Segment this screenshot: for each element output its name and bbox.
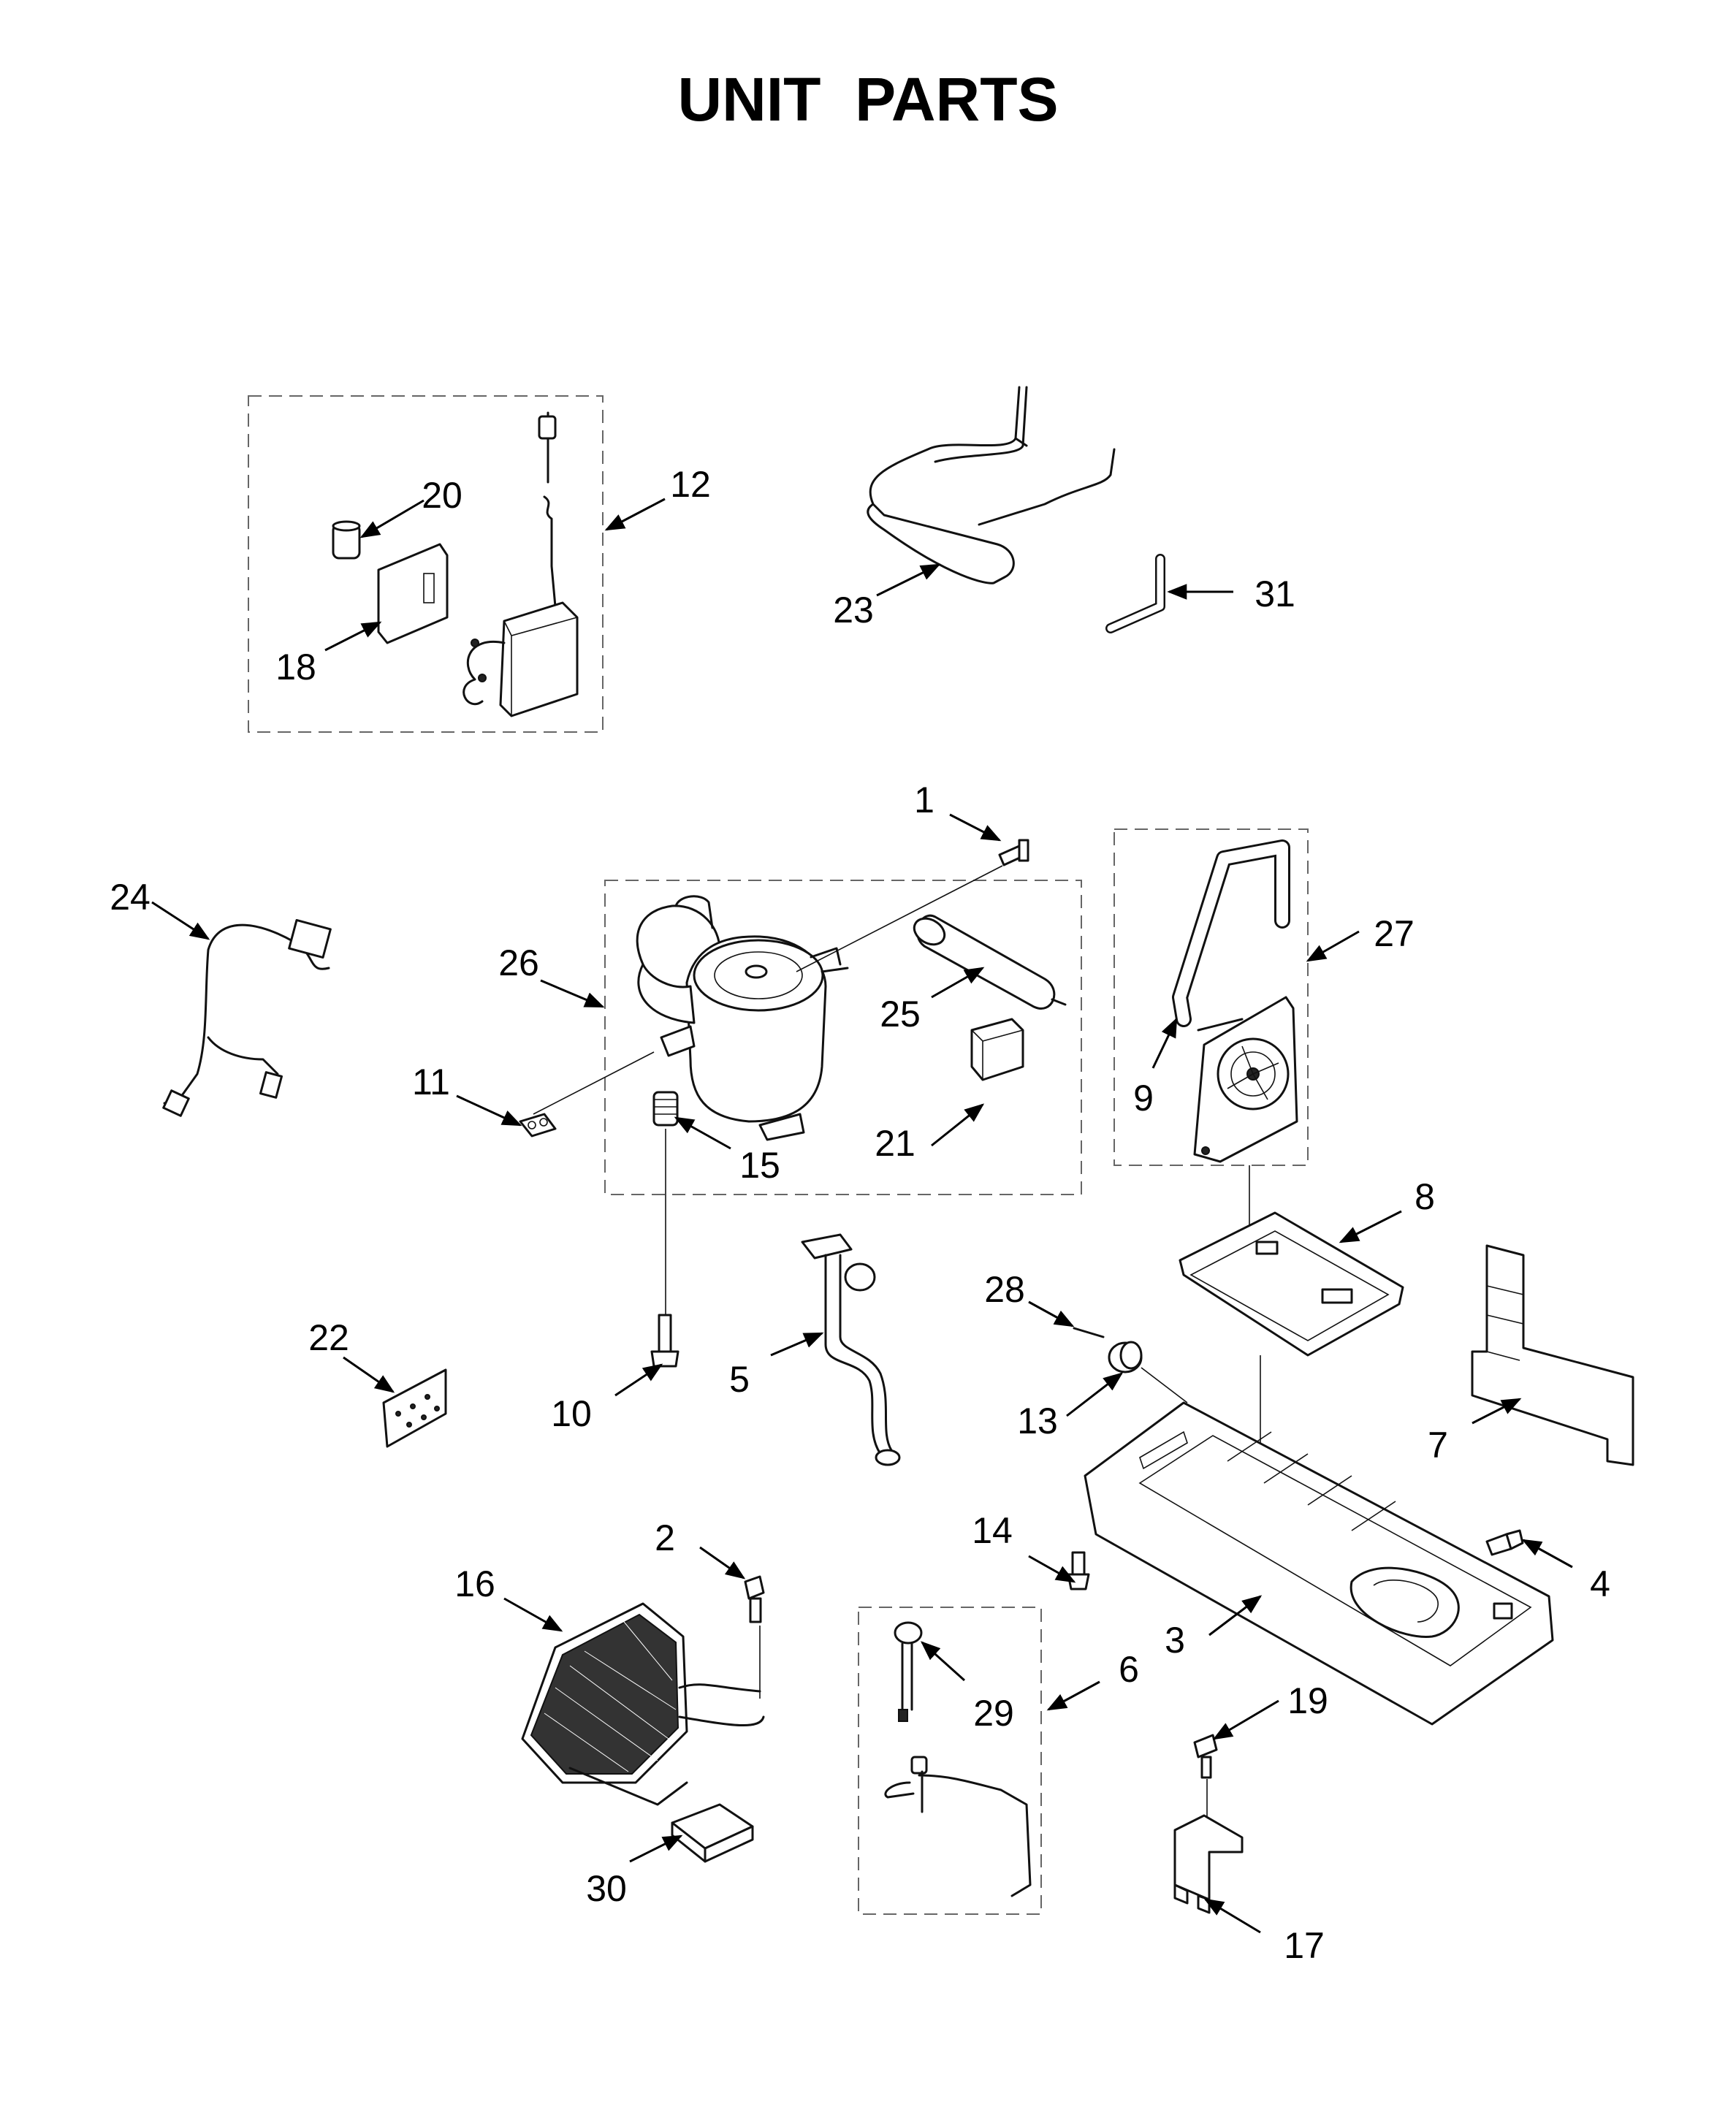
screw-part	[1067, 1551, 1090, 1590]
control-board-part	[382, 1368, 447, 1448]
drain-hose-part	[801, 1233, 901, 1466]
board-cover-part	[377, 543, 449, 644]
drier-part	[913, 914, 1067, 1010]
callout-28: 28	[984, 1269, 1025, 1310]
pin-part	[1073, 1327, 1105, 1338]
callout-23: 23	[833, 590, 874, 630]
callout-labels: 1 2 3 4 5 6 7 8 9 10 11 12 13 14 15 16 1…	[110, 464, 1610, 1966]
callout-27: 27	[1374, 913, 1415, 954]
callout-7: 7	[1428, 1425, 1448, 1466]
callout-17: 17	[1284, 1925, 1325, 1966]
leader-line	[533, 1051, 655, 1115]
mounting-bolt-part	[998, 839, 1029, 866]
insulation-part	[1471, 1244, 1634, 1466]
group-box-compressor	[604, 880, 1082, 1195]
callout-4: 4	[1590, 1563, 1610, 1604]
leader-line	[796, 865, 1003, 972]
grommet-part	[652, 1091, 679, 1127]
callout-10: 10	[551, 1393, 592, 1434]
callout-19: 19	[1287, 1680, 1328, 1721]
group-box-water	[858, 1607, 1042, 1915]
stud-part	[650, 1314, 679, 1368]
tube-part	[1105, 554, 1165, 633]
bracket-part	[1173, 1814, 1244, 1914]
callout-30: 30	[586, 1868, 627, 1909]
wire-harness-part	[162, 918, 332, 1117]
callout-21: 21	[875, 1123, 915, 1164]
callout-2: 2	[655, 1517, 675, 1558]
page-title: UNIT PARTS	[677, 65, 1058, 134]
base-plate-part	[1084, 1401, 1554, 1726]
callout-1: 1	[914, 780, 934, 820]
electronic-control-part	[462, 411, 579, 717]
condenser-fan-part	[521, 1602, 765, 1806]
callout-11: 11	[412, 1062, 450, 1102]
condenser-tube-part	[867, 386, 1116, 584]
callout-20: 20	[422, 475, 462, 516]
pad-part	[671, 1803, 754, 1863]
callout-18: 18	[275, 647, 316, 687]
hose-part	[1172, 839, 1290, 1032]
callout-14: 14	[972, 1510, 1013, 1551]
callout-8: 8	[1415, 1176, 1435, 1217]
callout-29: 29	[973, 1693, 1014, 1734]
callout-6: 6	[1119, 1649, 1139, 1690]
compressor-part	[636, 895, 849, 1141]
callout-3: 3	[1165, 1620, 1185, 1661]
callout-24: 24	[110, 877, 151, 918]
callout-31: 31	[1255, 574, 1295, 614]
water-tube-part	[884, 1756, 1032, 1897]
leader-line	[1141, 1367, 1188, 1403]
screw-part	[744, 1575, 765, 1623]
callout-5: 5	[729, 1359, 750, 1400]
thermistor-part	[894, 1621, 923, 1722]
rubber-grommet-part	[1108, 1341, 1143, 1373]
callout-13: 13	[1017, 1401, 1058, 1441]
callout-25: 25	[880, 994, 921, 1035]
screw-part	[1193, 1734, 1218, 1779]
callout-26: 26	[498, 942, 539, 983]
callout-12: 12	[670, 464, 711, 505]
callout-22: 22	[308, 1317, 349, 1358]
clip-part	[519, 1113, 557, 1138]
callout-16: 16	[454, 1563, 495, 1604]
group-box-fan	[1113, 828, 1309, 1166]
callout-arrows	[151, 498, 1573, 1934]
fan-motor-part	[1193, 996, 1298, 1163]
callout-9: 9	[1133, 1078, 1154, 1119]
drain-tray-part	[1179, 1211, 1404, 1357]
screw-part	[1485, 1529, 1524, 1556]
callout-15: 15	[739, 1145, 780, 1186]
group-box-control	[248, 395, 604, 733]
start-relay-part	[970, 1018, 1024, 1081]
capacitor-part	[332, 520, 361, 560]
